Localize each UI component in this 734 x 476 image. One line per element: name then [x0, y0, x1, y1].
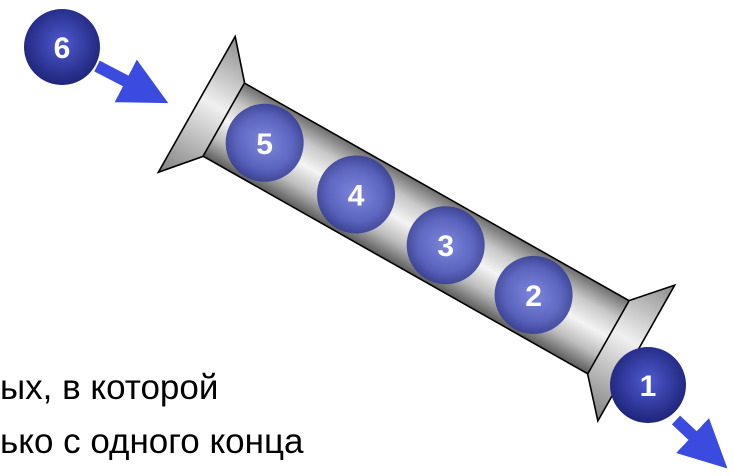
queue-ball-label: 4 — [348, 179, 365, 212]
leaving-ball-label: 1 — [640, 370, 657, 403]
queue-ball-label: 3 — [437, 230, 454, 263]
entering-ball-label: 6 — [54, 32, 71, 65]
entering-ball: 6 — [24, 9, 100, 85]
queue-ball-label: 2 — [525, 280, 542, 313]
pipe: 5 4 3 2 — [156, 34, 677, 424]
queue-ball-label: 5 — [256, 128, 273, 161]
leaving-ball: 1 — [610, 347, 686, 423]
queue-ball-4: 4 — [317, 155, 396, 234]
dequeue-arrow — [671, 415, 728, 469]
caption-line-1: ых, в которой — [0, 368, 219, 407]
queue-ball-5: 5 — [225, 103, 304, 182]
queue-ball-2: 2 — [494, 255, 573, 334]
caption-line-2: ько с одного конца — [0, 422, 304, 461]
enqueue-arrow — [94, 59, 169, 104]
queue-ball-3: 3 — [406, 206, 485, 285]
